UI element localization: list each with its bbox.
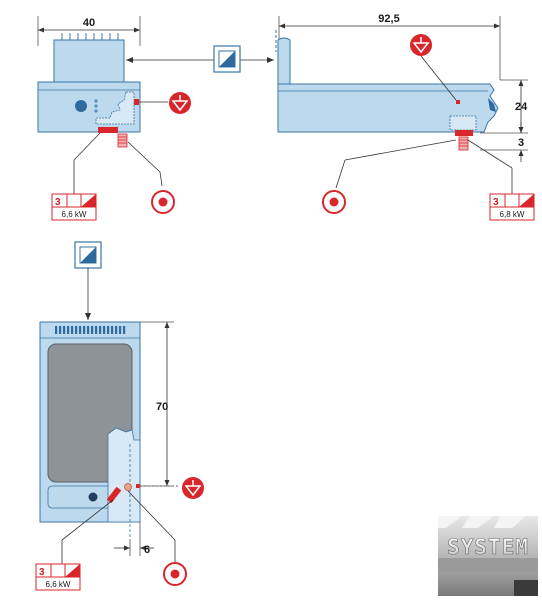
equipotential-icon <box>182 477 204 499</box>
square-diagonal-icon <box>74 241 102 269</box>
phase-box-top: 3 6,6 kW <box>35 563 81 591</box>
phase-box-front: 3 6,6 kW <box>51 193 97 221</box>
control-knob <box>75 100 87 112</box>
side-view: 92,5 24 3 <box>275 13 535 221</box>
side-base-label: 3 <box>518 137 524 149</box>
top-view: 70 6 3 6, <box>35 241 204 591</box>
power-label: 6,6 kW <box>62 210 87 219</box>
front-width-label: 40 <box>83 17 95 29</box>
logo-text: SYSTEM <box>447 535 529 559</box>
red-connector <box>106 486 122 504</box>
cable-entry-icon <box>151 190 175 214</box>
side-height-label: 24 <box>515 101 528 113</box>
top-offset-label: 6 <box>144 544 150 556</box>
drain-hole <box>88 492 98 502</box>
cable-entry-icon <box>322 190 346 214</box>
phase-label: 3 <box>39 567 45 578</box>
power-connector <box>98 127 118 133</box>
front-view: 40 <box>37 16 191 221</box>
electric-connection-top <box>126 45 274 73</box>
power-label: 6,8 kW <box>500 210 525 219</box>
power-label: 6,6 kW <box>46 580 71 589</box>
equipotential-icon <box>410 34 432 56</box>
equipotential-terminal <box>134 99 139 105</box>
phase-label: 3 <box>493 197 499 208</box>
square-diagonal-icon <box>213 45 241 73</box>
equipotential-icon <box>169 92 191 114</box>
system-logo: SYSTEM <box>438 516 538 596</box>
equipotential-terminal <box>456 100 460 104</box>
power-connector <box>455 130 473 136</box>
side-depth-label: 92,5 <box>378 13 399 25</box>
cable-entry-icon <box>163 562 187 586</box>
phase-box-side: 3 6,8 kW <box>489 193 535 221</box>
phase-label: 3 <box>55 197 61 208</box>
top-depth-label: 70 <box>156 401 168 413</box>
